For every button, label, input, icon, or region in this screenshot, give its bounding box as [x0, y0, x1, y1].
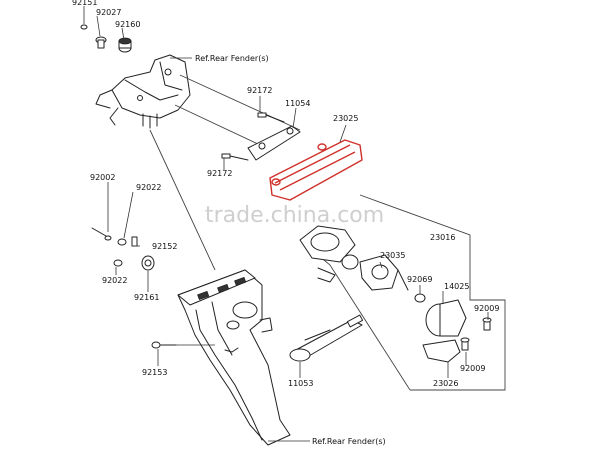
- screw-92009-upper: [482, 317, 492, 331]
- washer-92022-lower: [113, 259, 123, 267]
- screw-92152: [131, 236, 138, 247]
- label-11053: 11053: [288, 379, 313, 388]
- label-92022-lower: 92022: [102, 276, 127, 285]
- label-92172-lower: 92172: [207, 169, 232, 178]
- screw-92153: [151, 341, 177, 349]
- lens-14025: [425, 299, 467, 337]
- rear-bracket: [95, 54, 191, 129]
- washer-92022-upper: [117, 238, 127, 246]
- label-ref-rear-fender-top: Ref.Rear Fender(s): [195, 54, 269, 63]
- label-23016: 23016: [430, 233, 455, 242]
- label-14025: 14025: [444, 282, 469, 291]
- screw-92009-lower: [460, 337, 470, 351]
- lamp-housing: [299, 225, 359, 283]
- washer-92069: [414, 293, 426, 303]
- label-23026: 23026: [433, 379, 458, 388]
- label-92152: 92152: [152, 242, 177, 251]
- tail-lamp-lens-23025: [269, 139, 363, 201]
- bracket-23026: [422, 339, 461, 363]
- label-92009-upper: 92009: [474, 304, 499, 313]
- leader-lines: [83, 6, 489, 442]
- nut-92160: [118, 37, 132, 53]
- socket-23035: [359, 254, 409, 291]
- label-92151: 92151: [72, 0, 97, 7]
- spring-92002: [91, 227, 112, 241]
- label-92172-upper: 92172: [247, 86, 272, 95]
- label-11054: 11054: [285, 99, 310, 108]
- watermark: trade.china.com: [205, 203, 384, 228]
- label-92002: 92002: [90, 173, 115, 182]
- bolt-92172-lower: [221, 153, 249, 161]
- label-23035: 23035: [380, 251, 405, 260]
- label-ref-rear-fender-bottom: Ref.Rear Fender(s): [312, 437, 386, 446]
- bolt-92172-upper: [257, 112, 285, 123]
- label-23025: 23025: [333, 114, 358, 123]
- label-92022-upper: 92022: [136, 183, 161, 192]
- label-92069: 92069: [407, 275, 432, 284]
- bracket-11054: [247, 125, 301, 161]
- washer-92151: [80, 24, 88, 30]
- screw-92027: [95, 36, 107, 49]
- label-92160: 92160: [115, 20, 140, 29]
- grommet-92161: [141, 255, 155, 271]
- label-92153: 92153: [142, 368, 167, 377]
- label-92027: 92027: [96, 8, 121, 17]
- label-92009-lower: 92009: [460, 364, 485, 373]
- rear-fender: [177, 269, 291, 446]
- label-92161: 92161: [134, 293, 159, 302]
- license-lamp-11053: [289, 314, 364, 362]
